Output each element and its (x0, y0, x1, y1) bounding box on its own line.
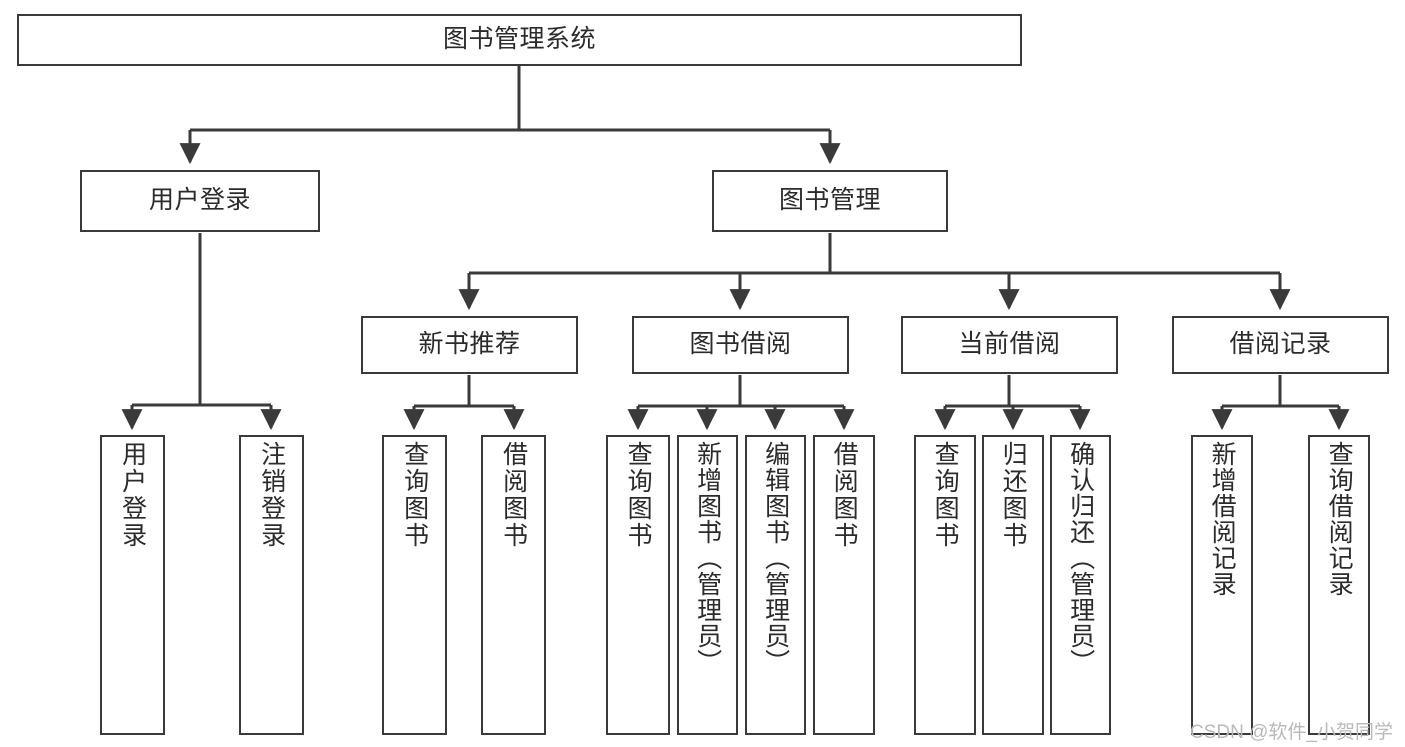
node-label: 编辑图书（管理员） (761, 441, 790, 675)
node-leaf-user-logout[interactable]: 注销登录 (239, 435, 304, 735)
node-leaf-return-book[interactable]: 归还图书 (982, 435, 1044, 735)
node-label: 归还图书 (999, 441, 1028, 549)
node-label: 确认归还（管理员） (1066, 441, 1095, 675)
node-book-management[interactable]: 图书管理 (712, 170, 948, 232)
node-leaf-edit-book[interactable]: 编辑图书（管理员） (745, 435, 806, 735)
node-label: 查询图书 (931, 441, 960, 549)
node-label: 图书借阅 (689, 330, 792, 359)
node-label: 新书推荐 (418, 330, 521, 359)
node-user-login[interactable]: 用户登录 (80, 170, 320, 232)
node-label: 查询借阅记录 (1325, 441, 1354, 597)
node-label: 借阅图书 (830, 441, 859, 549)
node-borrow-record[interactable]: 借阅记录 (1172, 316, 1389, 374)
node-leaf-query-book-recommend[interactable]: 查询图书 (382, 435, 447, 735)
node-label: 查询图书 (400, 441, 429, 549)
node-new-book-recommend[interactable]: 新书推荐 (361, 316, 578, 374)
node-current-borrow[interactable]: 当前借阅 (901, 316, 1118, 374)
node-label: 用户登录 (148, 186, 251, 215)
node-leaf-user-login[interactable]: 用户登录 (100, 435, 165, 735)
node-label: 新增借阅记录 (1208, 441, 1237, 597)
node-label: 用户登录 (118, 441, 147, 549)
node-label: 图书管理 (778, 186, 881, 215)
node-leaf-borrow-book[interactable]: 借阅图书 (813, 435, 875, 735)
node-root-book-management-system[interactable]: 图书管理系统 (17, 14, 1022, 66)
node-leaf-borrow-book-recommend[interactable]: 借阅图书 (481, 435, 546, 735)
node-label: 注销登录 (257, 441, 286, 549)
node-leaf-add-book[interactable]: 新增图书（管理员） (677, 435, 738, 735)
node-leaf-confirm-return[interactable]: 确认归还（管理员） (1050, 435, 1111, 735)
node-label: 新增图书（管理员） (693, 441, 722, 675)
node-leaf-query-borrow-record[interactable]: 查询借阅记录 (1308, 435, 1370, 735)
node-label: 图书管理系统 (442, 25, 596, 54)
node-book-borrow[interactable]: 图书借阅 (632, 316, 849, 374)
node-label: 借阅记录 (1229, 330, 1332, 359)
csdn-watermark: CSDN @软件_小贺同学 (1190, 722, 1393, 743)
node-label: 借阅图书 (499, 441, 528, 549)
node-leaf-query-book-borrow[interactable]: 查询图书 (606, 435, 670, 735)
node-label: 查询图书 (624, 441, 653, 549)
node-leaf-query-book-current[interactable]: 查询图书 (914, 435, 976, 735)
node-label: 当前借阅 (958, 330, 1061, 359)
node-leaf-add-borrow-record[interactable]: 新增借阅记录 (1191, 435, 1253, 735)
